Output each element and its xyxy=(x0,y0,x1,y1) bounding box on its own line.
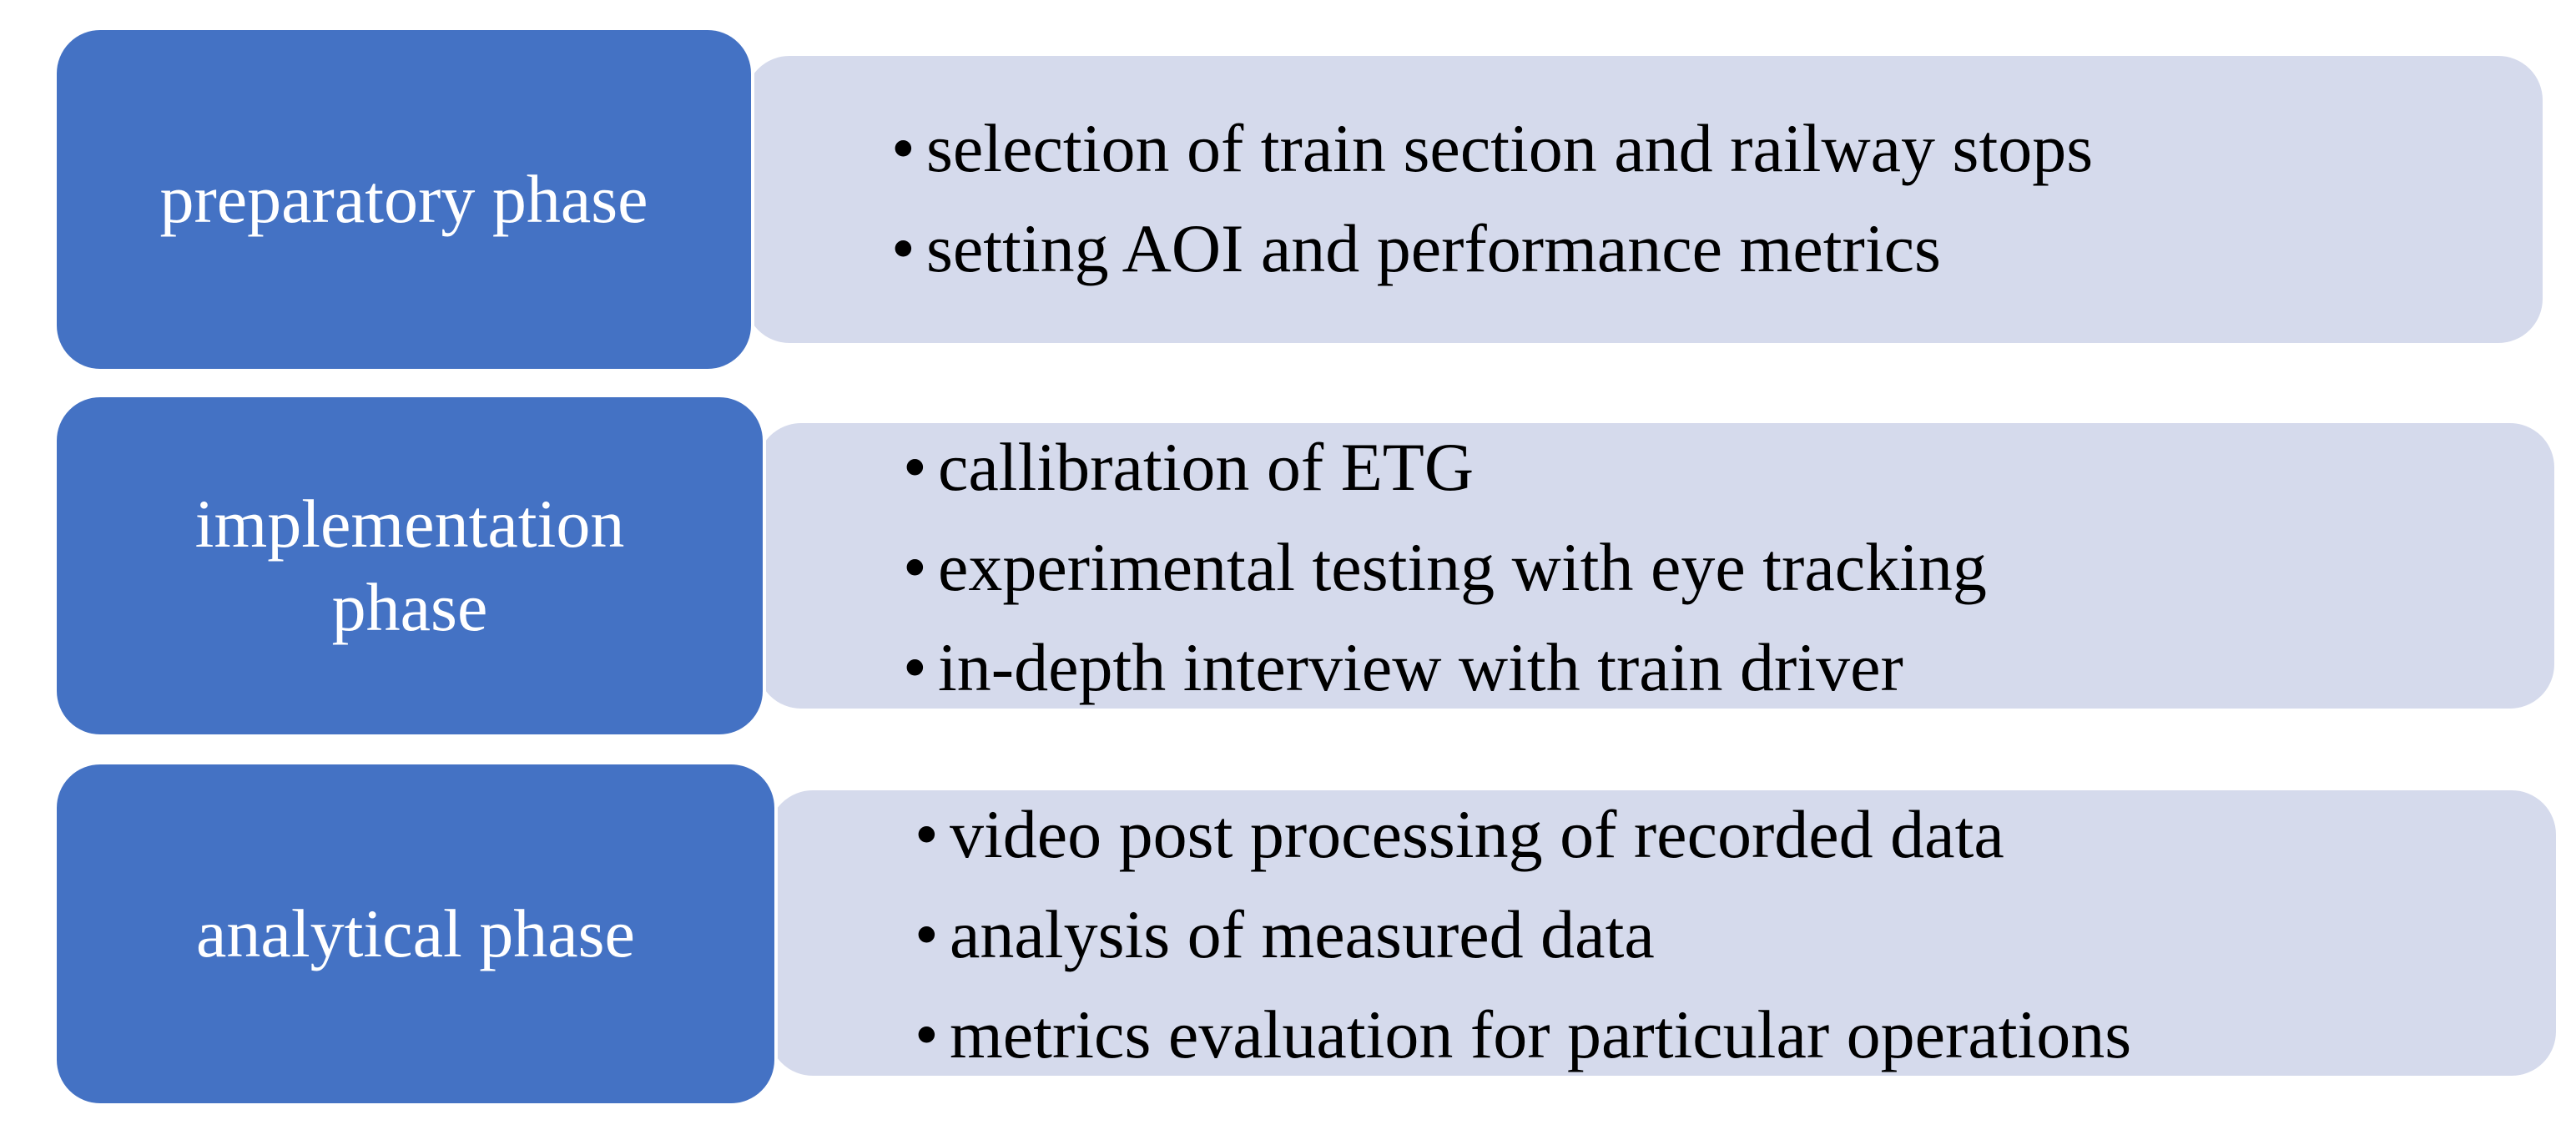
list-item: •callibration of ETG xyxy=(903,417,1987,517)
list-item: •analysis of measured data xyxy=(915,885,2131,985)
bullet-icon: • xyxy=(915,796,939,872)
phase-item-list: •selection of train section and railway … xyxy=(891,98,2093,299)
list-item: •in-depth interview with train driver xyxy=(903,618,1987,718)
list-item-text: analysis of measured data xyxy=(950,896,1655,972)
bullet-icon: • xyxy=(891,210,915,286)
bullet-icon: • xyxy=(891,110,915,186)
list-item-text: metrics evaluation for particular operat… xyxy=(950,996,2132,1072)
phase-detail-box xyxy=(743,53,2545,346)
bullet-icon: • xyxy=(903,629,927,705)
list-item-text: video post processing of recorded data xyxy=(950,796,2004,872)
list-item: •setting AOI and performance metrics xyxy=(891,199,2093,299)
phase-detail-box xyxy=(754,421,2557,711)
phase-label-box: preparatory phase xyxy=(53,27,754,372)
phase-label-text: analytical phase xyxy=(196,895,635,971)
phase-label-text: preparatory phase xyxy=(159,161,648,237)
phase-label-box: analytical phase xyxy=(53,761,778,1107)
list-item: •selection of train section and railway … xyxy=(891,98,2093,199)
bullet-icon: • xyxy=(915,996,939,1072)
bullet-icon: • xyxy=(903,429,927,505)
list-item: •metrics evaluation for particular opera… xyxy=(915,985,2131,1085)
list-item-text: selection of train section and railway s… xyxy=(926,110,2094,186)
list-item-text: setting AOI and performance metrics xyxy=(926,210,1941,286)
list-item-text: in-depth interview with train driver xyxy=(938,629,1903,705)
list-item-text: callibration of ETG xyxy=(938,429,1475,505)
list-item: •experimental testing with eye tracking xyxy=(903,517,1987,618)
phase-label-text: implementation phase xyxy=(194,486,625,645)
phase-label-box: implementation phase xyxy=(53,394,766,738)
bullet-icon: • xyxy=(915,896,939,972)
phase-detail-box xyxy=(766,788,2558,1078)
phase-item-list: •video post processing of recorded data … xyxy=(915,784,2131,1085)
phase-item-list: •callibration of ETG •experimental testi… xyxy=(903,417,1987,718)
bullet-icon: • xyxy=(903,529,927,605)
list-item-text: experimental testing with eye tracking xyxy=(938,529,1987,605)
list-item: •video post processing of recorded data xyxy=(915,784,2131,885)
